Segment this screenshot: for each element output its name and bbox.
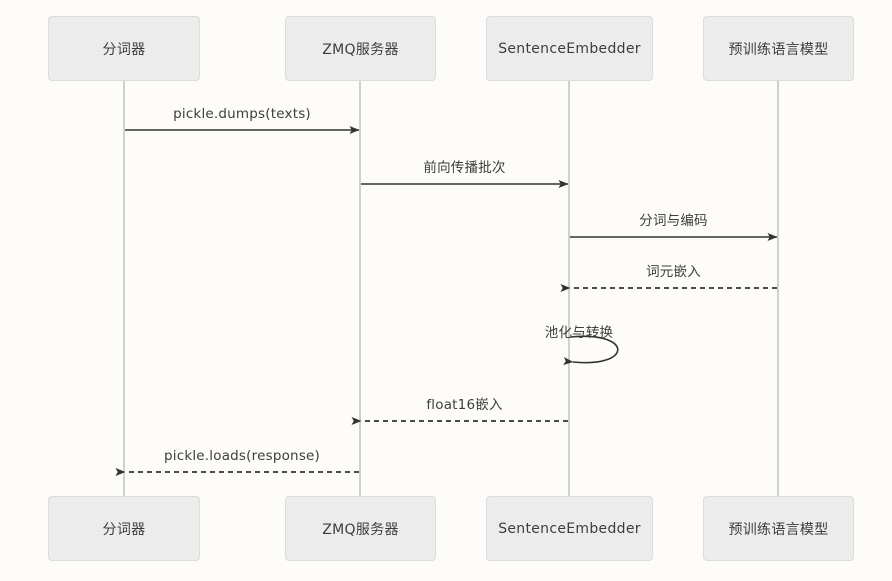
participant-label-zmq-server: ZMQ服务器 (322, 521, 399, 538)
participant-box-zmq-server-bottom[interactable]: ZMQ服务器 (285, 496, 436, 561)
participant-label-zmq-server: ZMQ服务器 (322, 41, 399, 58)
participant-box-sentence-embedder-top[interactable]: SentenceEmbedder (486, 16, 653, 81)
message-label-2: 前向传播批次 (423, 160, 506, 176)
participant-box-sentence-embedder-bottom[interactable]: SentenceEmbedder (486, 496, 653, 561)
participant-box-tokenizer-top[interactable]: 分词器 (48, 16, 200, 81)
message-label-3: 分词与编码 (639, 213, 708, 229)
message-label-1: pickle.dumps(texts) (173, 106, 311, 122)
participant-box-pretrained-language-model-bottom[interactable]: 预训练语言模型 (703, 496, 854, 561)
message-arrow-5-self (563, 335, 619, 366)
participant-label-pretrained-language-model: 预训练语言模型 (728, 521, 829, 538)
message-label-5: 池化与转换 (544, 325, 614, 341)
participant-label-sentence-embedder: SentenceEmbedder (498, 520, 641, 537)
message-arrows-group (115, 126, 778, 476)
message-label-7: pickle.loads(response) (163, 448, 321, 464)
participant-box-zmq-server-top[interactable]: ZMQ服务器 (285, 16, 436, 81)
message-label-6: float16嵌入 (426, 397, 503, 413)
participant-label-sentence-embedder: SentenceEmbedder (498, 40, 641, 57)
message-label-4: 词元嵌入 (646, 264, 701, 280)
participant-label-pretrained-language-model: 预训练语言模型 (728, 41, 829, 58)
participant-box-pretrained-language-model-top[interactable]: 预训练语言模型 (703, 16, 854, 81)
participant-label-tokenizer: 分词器 (102, 41, 146, 58)
participant-label-tokenizer: 分词器 (102, 521, 146, 538)
lifelines-group (123, 81, 779, 496)
participant-box-tokenizer-bottom[interactable]: 分词器 (48, 496, 200, 561)
